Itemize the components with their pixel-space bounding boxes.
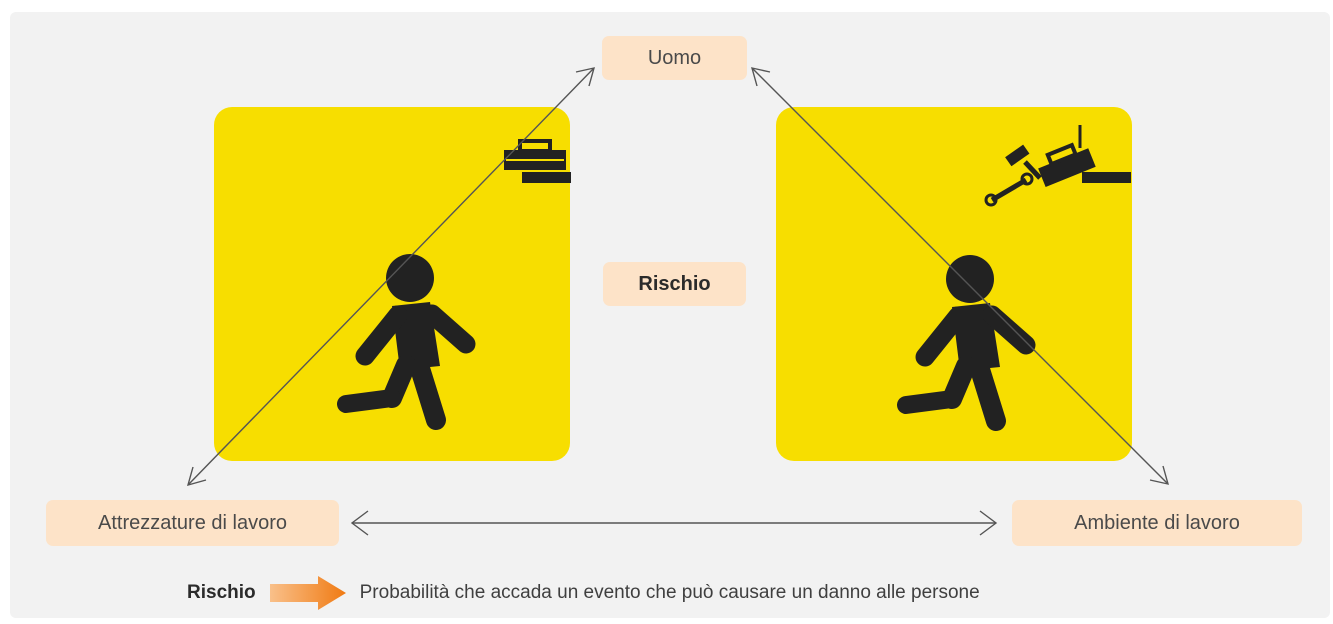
orange-arrow-icon [269, 576, 346, 610]
left-hazard-panel [214, 107, 570, 461]
label-rischio: Rischio [603, 262, 746, 306]
label-attrezzature-di-lavoro: Attrezzature di lavoro [46, 500, 339, 546]
legend-definition: Probabilità che accada un evento che può… [359, 582, 980, 603]
right-hazard-panel [776, 107, 1132, 461]
label-ambiente-di-lavoro: Ambiente di lavoro [1012, 500, 1302, 546]
legend: Rischio Probabilità che accada un evento… [187, 576, 980, 610]
legend-term: Rischio [187, 582, 256, 603]
label-uomo: Uomo [602, 36, 747, 80]
